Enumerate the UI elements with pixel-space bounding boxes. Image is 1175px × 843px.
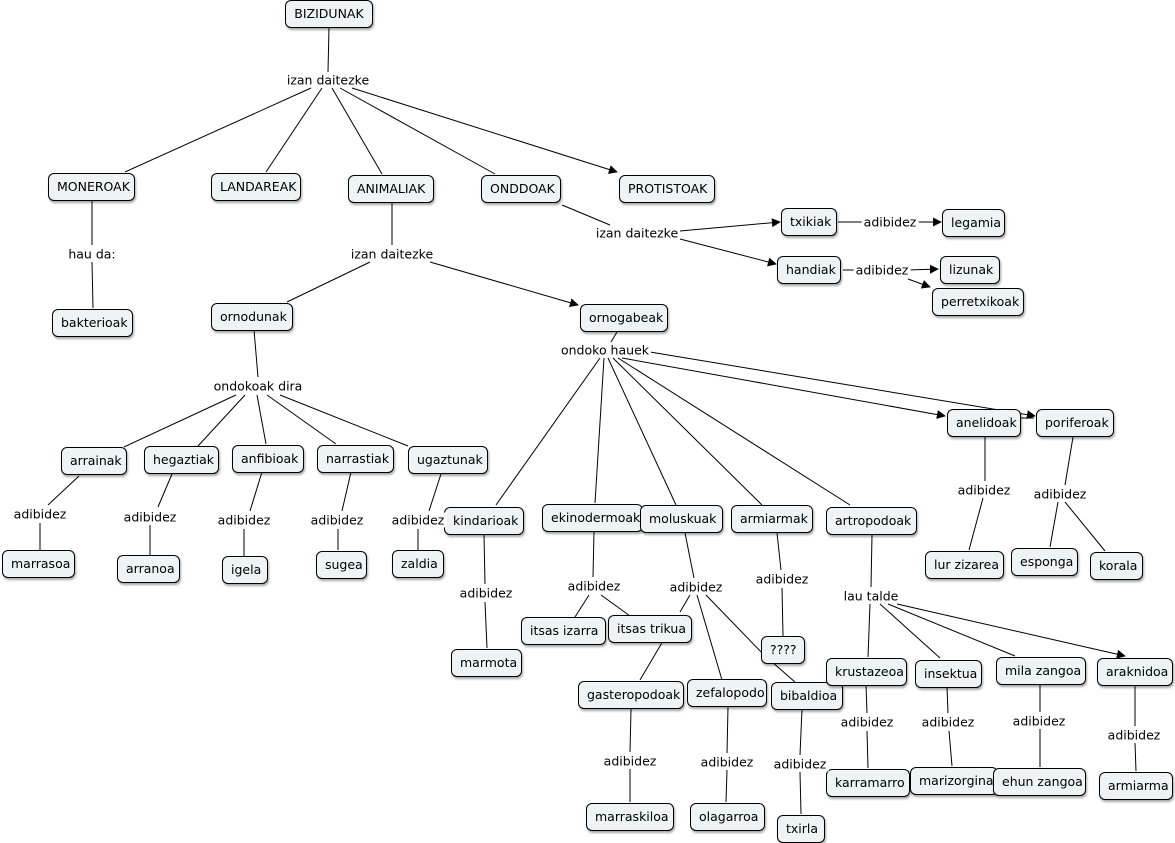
node-gasteropodoak[interactable]: gasteropodoak: [578, 681, 684, 709]
label-adibidez-armiarmak: adibidez: [753, 571, 811, 587]
label-adibidez-anfibioak: adibidez: [215, 512, 273, 528]
node-lizunak[interactable]: lizunak: [940, 256, 1000, 284]
node-igela[interactable]: igela: [222, 556, 268, 584]
node-artropodoak[interactable]: artropodoak: [826, 507, 917, 535]
label-adibidez-insektua: adibidez: [919, 714, 977, 730]
node-moluskuak[interactable]: moluskuak: [640, 505, 723, 533]
node-handiak[interactable]: handiak: [777, 256, 841, 284]
node-perretxikoak[interactable]: perretxikoak: [932, 288, 1024, 316]
label-izan-daitezke-1: izan daitezke: [284, 72, 372, 88]
node-bakterioak[interactable]: bakterioak: [52, 309, 133, 337]
label-adibidez-ugaztunak: adibidez: [389, 512, 447, 528]
node-marraskiloa[interactable]: marraskiloa: [586, 803, 674, 831]
node-question[interactable]: ????: [761, 636, 805, 664]
label-adibidez-arrainak: adibidez: [11, 506, 69, 522]
label-adibidez-moluskuak: adibidez: [667, 579, 725, 595]
node-marizorgina[interactable]: marizorgina: [910, 767, 998, 795]
node-itsas-trikua[interactable]: itsas trikua: [608, 615, 692, 643]
node-ornodunak[interactable]: ornodunak: [211, 303, 293, 331]
node-arrainak[interactable]: arrainak: [61, 447, 127, 475]
node-zefalopodo[interactable]: zefalopodo: [687, 679, 767, 707]
node-bizidunak[interactable]: BIZIDUNAK: [285, 0, 373, 28]
node-mila-zangoa[interactable]: mila zangoa: [996, 657, 1086, 685]
node-narrastiak[interactable]: narrastiak: [317, 445, 394, 473]
label-adibidez-gasteropodoak: adibidez: [601, 753, 659, 769]
label-adibidez-ekinodermoak: adibidez: [565, 578, 623, 594]
node-onddoak[interactable]: ONDDOAK: [481, 175, 561, 203]
label-adibidez-zefalopodo: adibidez: [698, 754, 756, 770]
label-lau-talde: lau talde: [841, 588, 901, 604]
node-kindarioak[interactable]: kindarioak: [444, 507, 524, 535]
label-hau-da: hau da:: [66, 246, 118, 262]
node-landareak[interactable]: LANDAREAK: [211, 173, 301, 201]
label-adibidez-hegaztiak: adibidez: [121, 509, 179, 525]
node-marmota[interactable]: marmota: [451, 649, 522, 677]
label-adibidez-araknidoa: adibidez: [1105, 727, 1163, 743]
node-bibaldioa[interactable]: bibaldioa: [771, 682, 843, 710]
node-lur-zizarea[interactable]: lur zizarea: [925, 551, 1004, 579]
node-txikiak[interactable]: txikiak: [781, 208, 837, 236]
node-ehun-zangoa[interactable]: ehun zangoa: [993, 768, 1086, 796]
node-korala[interactable]: korala: [1090, 552, 1143, 580]
node-armiarma[interactable]: armiarma: [1099, 772, 1173, 800]
label-adibidez-handiak: adibidez: [853, 262, 911, 278]
label-adibidez-kindarioak: adibidez: [457, 585, 515, 601]
node-anfibioak[interactable]: anfibioak: [232, 445, 304, 473]
node-animaliak[interactable]: ANIMALIAK: [348, 175, 434, 203]
node-legamia[interactable]: legamia: [942, 209, 1005, 237]
label-izan-daitezke-3: izan daitezke: [593, 225, 681, 241]
node-moneroak[interactable]: MONEROAK: [48, 173, 135, 201]
node-ugaztunak[interactable]: ugaztunak: [408, 446, 488, 474]
node-ornogabeak[interactable]: ornogabeak: [580, 304, 668, 332]
node-olagarroa[interactable]: olagarroa: [690, 803, 765, 831]
label-izan-daitezke-2: izan daitezke: [348, 246, 436, 262]
node-araknidoa[interactable]: araknidoa: [1097, 658, 1173, 686]
node-txirla[interactable]: txirla: [777, 815, 825, 843]
label-adibidez-mila-zangoa: adibidez: [1010, 713, 1068, 729]
node-protistoak[interactable]: PROTISTOAK: [619, 175, 715, 203]
node-hegaztiak[interactable]: hegaztiak: [144, 446, 219, 474]
node-poriferoak[interactable]: poriferoak: [1036, 409, 1114, 437]
node-sugea[interactable]: sugea: [316, 551, 367, 579]
node-zaldia[interactable]: zaldia: [392, 550, 444, 578]
label-adibidez-poriferoak: adibidez: [1031, 486, 1089, 502]
label-ondokoak-dira: ondokoak dira: [211, 378, 305, 394]
label-adibidez-narrastiak: adibidez: [308, 512, 366, 528]
node-esponga[interactable]: esponga: [1011, 548, 1078, 576]
node-karramarro[interactable]: karramarro: [826, 769, 910, 797]
node-arranoa[interactable]: arranoa: [117, 555, 180, 583]
node-ekinodermoak[interactable]: ekinodermoak: [542, 504, 643, 532]
label-adibidez-bibaldioa: adibidez: [771, 756, 829, 772]
label-adibidez-anelidoak: adibidez: [955, 482, 1013, 498]
label-ondoko-hauek: ondoko hauek: [558, 342, 652, 358]
node-armiarmak[interactable]: armiarmak: [731, 505, 813, 533]
node-insektua[interactable]: insektua: [915, 660, 982, 688]
label-adibidez-krustazeoa: adibidez: [838, 714, 896, 730]
node-krustazeoa[interactable]: krustazeoa: [826, 658, 907, 686]
node-itsas-izarra[interactable]: itsas izarra: [521, 617, 606, 645]
node-marrasoa[interactable]: marrasoa: [2, 550, 75, 578]
node-anelidoak[interactable]: anelidoak: [947, 409, 1021, 437]
label-adibidez-txikiak: adibidez: [861, 214, 919, 230]
